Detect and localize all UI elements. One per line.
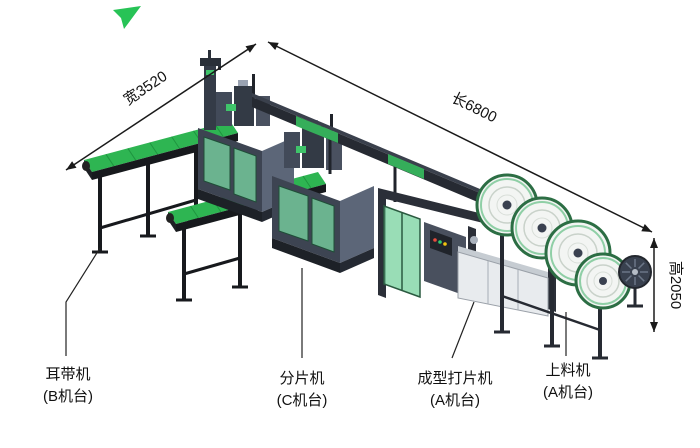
leader-forming <box>451 301 475 359</box>
height-dimension: 高2050 <box>650 238 684 332</box>
machine-label-splitter: 分片机 (C机台) <box>252 368 352 412</box>
coil-disc <box>618 255 652 308</box>
machine-label-feeder: 上料机 (A机台) <box>518 360 618 404</box>
machine-name: 成型打片机 <box>417 370 493 387</box>
machine-c-splitter <box>272 114 374 273</box>
height-dimension-label: 高2050 <box>667 261 684 309</box>
machine-name: 上料机 <box>545 362 591 379</box>
leader-lines <box>65 247 567 359</box>
machine-station: (A机台) <box>543 383 593 401</box>
width-dimension-label: 宽3520 <box>121 68 171 109</box>
machine-station: (C机台) <box>276 391 328 409</box>
transfer-rail <box>252 93 480 203</box>
leader-earband <box>65 247 101 356</box>
material-roll-4 <box>574 252 632 310</box>
machine-station: (B机台) <box>43 387 93 405</box>
length-dimension-label: 长6800 <box>449 90 500 127</box>
machine-name: 分片机 <box>279 370 325 387</box>
machine-name: 耳带机 <box>45 366 91 383</box>
machine-station: (A机台) <box>430 391 480 409</box>
machine-a-feeder <box>475 173 632 360</box>
logo-arrow-icon <box>113 6 141 29</box>
machine-label-earband: 耳带机 (B机台) <box>18 364 118 408</box>
machine-label-forming: 成型打片机 (A机台) <box>392 368 518 412</box>
